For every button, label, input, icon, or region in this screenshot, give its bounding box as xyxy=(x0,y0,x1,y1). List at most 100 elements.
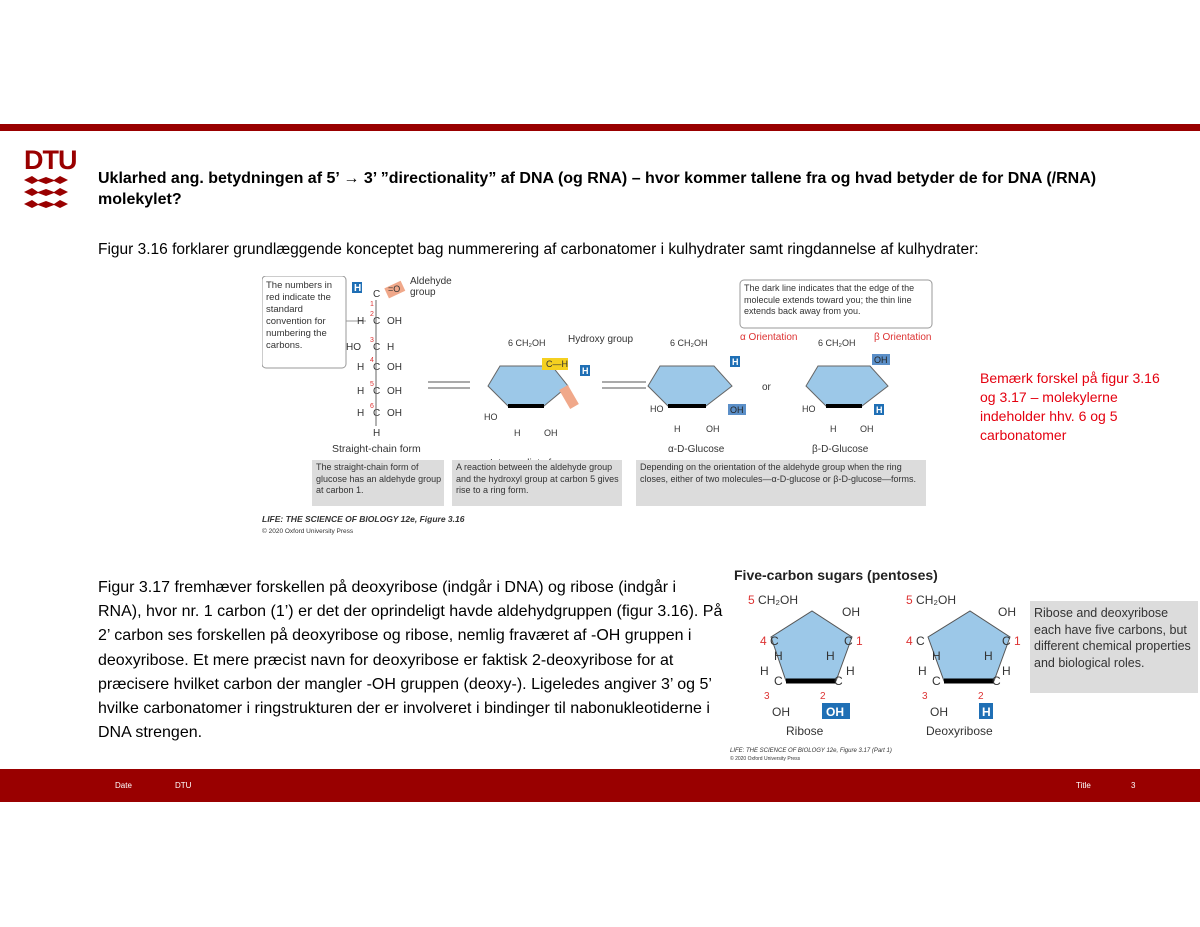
note-text: Bemærk forskel på figur 3.16 og 3.17 – m… xyxy=(980,370,1160,443)
svg-text:H: H xyxy=(826,649,835,663)
fig316-copyright: © 2020 Oxford University Press xyxy=(262,527,354,535)
header-rule xyxy=(0,124,1200,131)
footer-date: Date xyxy=(115,781,132,790)
svg-text:H: H xyxy=(582,366,589,376)
svg-text:C: C xyxy=(373,342,380,353)
ribose-label: Ribose xyxy=(786,724,824,738)
svg-text:6: 6 xyxy=(370,403,374,410)
svg-text:H: H xyxy=(357,408,364,419)
svg-text:6 CH₂OH: 6 CH₂OH xyxy=(818,338,856,348)
svg-text:H: H xyxy=(774,649,783,663)
dtu-logo: DTU xyxy=(24,145,77,175)
svg-text:=O: =O xyxy=(388,284,400,294)
svg-text:H: H xyxy=(830,424,837,434)
fig317-credit: LIFE: THE SCIENCE OF BIOLOGY 12e, Figure… xyxy=(730,748,892,754)
svg-text:C: C xyxy=(373,362,380,373)
footer-org: DTU xyxy=(175,781,192,790)
pentose-side-note: Ribose and deoxyribose each have five ca… xyxy=(1034,606,1191,670)
fig316-credit: LIFE: THE SCIENCE OF BIOLOGY 12e, Figure… xyxy=(262,514,465,524)
svg-text:4 C: 4 C xyxy=(906,634,925,648)
svg-text:C 1: C 1 xyxy=(844,634,863,648)
aldehyde-label: Aldehyde group xyxy=(410,276,452,298)
svg-text:OH: OH xyxy=(842,605,860,619)
svg-text:H: H xyxy=(354,283,361,294)
svg-text:C: C xyxy=(373,386,380,397)
alpha-orientation-label: α Orientation xyxy=(740,332,797,343)
svg-text:6 CH₂OH: 6 CH₂OH xyxy=(508,338,546,348)
fig317-heading: Five-carbon sugars (pentoses) xyxy=(734,567,938,583)
svg-text:6 CH₂OH: 6 CH₂OH xyxy=(670,338,708,348)
svg-text:OH: OH xyxy=(998,605,1016,619)
svg-text:1: 1 xyxy=(370,301,374,308)
svg-text:OH: OH xyxy=(387,316,402,327)
svg-text:2: 2 xyxy=(820,691,826,702)
svg-text:OH: OH xyxy=(387,386,402,397)
svg-text:H: H xyxy=(846,664,855,678)
svg-text:H: H xyxy=(732,357,739,367)
svg-text:5 CH₂OH: 5 CH₂OH xyxy=(906,593,956,607)
svg-text:H: H xyxy=(982,705,991,719)
svg-text:H: H xyxy=(373,428,380,439)
svg-text:OH: OH xyxy=(930,705,948,719)
svg-text:OH: OH xyxy=(772,705,790,719)
svg-text:3: 3 xyxy=(764,691,770,702)
svg-text:H: H xyxy=(514,428,521,438)
svg-text:OH: OH xyxy=(387,362,402,373)
straight-chain-label: Straight-chain form xyxy=(332,443,421,455)
svg-text:H: H xyxy=(918,664,927,678)
footer-bar xyxy=(0,769,1200,802)
fig317-copyright: © 2020 Oxford University Press xyxy=(730,755,801,762)
svg-text:H: H xyxy=(932,649,941,663)
svg-text:C: C xyxy=(774,674,783,688)
svg-text:HO: HO xyxy=(650,404,664,414)
svg-text:H: H xyxy=(760,664,769,678)
svg-text:2: 2 xyxy=(370,311,374,318)
figure-3-17: Five-carbon sugars (pentoses) 5 CH₂OH OH… xyxy=(730,567,1198,762)
svg-text:4 C: 4 C xyxy=(760,634,779,648)
numbers-callout: The numbers in red indicate the standard… xyxy=(266,280,333,351)
svg-text:H: H xyxy=(357,316,364,327)
dtu-logo-icon xyxy=(24,176,68,208)
svg-text:C: C xyxy=(373,408,380,419)
slide-title: Uklarhed ang. betydningen af 5’ → 3’ ”di… xyxy=(98,170,1097,208)
svg-text:5: 5 xyxy=(370,381,374,388)
svg-text:OH: OH xyxy=(706,424,720,434)
svg-text:C—H: C—H xyxy=(546,359,568,369)
footer-title: Title xyxy=(1076,781,1091,790)
svg-text:3: 3 xyxy=(922,691,928,702)
caption-ring-forms: Depending on the orientation of the alde… xyxy=(640,462,916,484)
svg-text:H: H xyxy=(876,405,883,415)
svg-text:C: C xyxy=(373,316,380,327)
figure-3-16: The numbers in red indicate the standard… xyxy=(262,276,933,535)
beta-glucose-label: β-D-Glucose xyxy=(812,444,869,455)
svg-text:OH: OH xyxy=(544,428,558,438)
svg-text:4: 4 xyxy=(370,357,374,364)
svg-text:5 CH₂OH: 5 CH₂OH xyxy=(748,593,798,607)
hydroxy-label: Hydroxy group xyxy=(568,334,633,345)
svg-text:H: H xyxy=(984,649,993,663)
svg-text:HO: HO xyxy=(346,342,361,353)
svg-text:OH: OH xyxy=(826,705,844,719)
svg-text:H: H xyxy=(357,386,364,397)
caption-intermediate: A reaction between the aldehyde group an… xyxy=(456,462,619,495)
svg-text:OH: OH xyxy=(730,405,744,415)
svg-text:C: C xyxy=(373,289,380,300)
svg-text:C 1: C 1 xyxy=(1002,634,1021,648)
footer-page-number: 3 xyxy=(1131,781,1136,790)
svg-text:2: 2 xyxy=(978,691,984,702)
caption-straight-chain: The straight-chain form of glucose has a… xyxy=(316,462,442,495)
svg-text:H: H xyxy=(387,342,394,353)
svg-text:H: H xyxy=(1002,664,1011,678)
svg-text:HO: HO xyxy=(484,412,498,422)
svg-text:H: H xyxy=(674,424,681,434)
svg-text:C: C xyxy=(932,674,941,688)
svg-text:C: C xyxy=(834,674,843,688)
svg-text:H: H xyxy=(357,362,364,373)
dark-line-callout: The dark line indicates that the edge of… xyxy=(744,283,915,316)
svg-text:3: 3 xyxy=(370,337,374,344)
svg-text:HO: HO xyxy=(802,404,816,414)
deoxyribose-label: Deoxyribose xyxy=(926,724,993,738)
alpha-glucose-label: α-D-Glucose xyxy=(668,444,725,455)
svg-text:OH: OH xyxy=(860,424,874,434)
body-paragraph: Figur 3.17 fremhæver forskellen på deoxy… xyxy=(98,579,723,742)
